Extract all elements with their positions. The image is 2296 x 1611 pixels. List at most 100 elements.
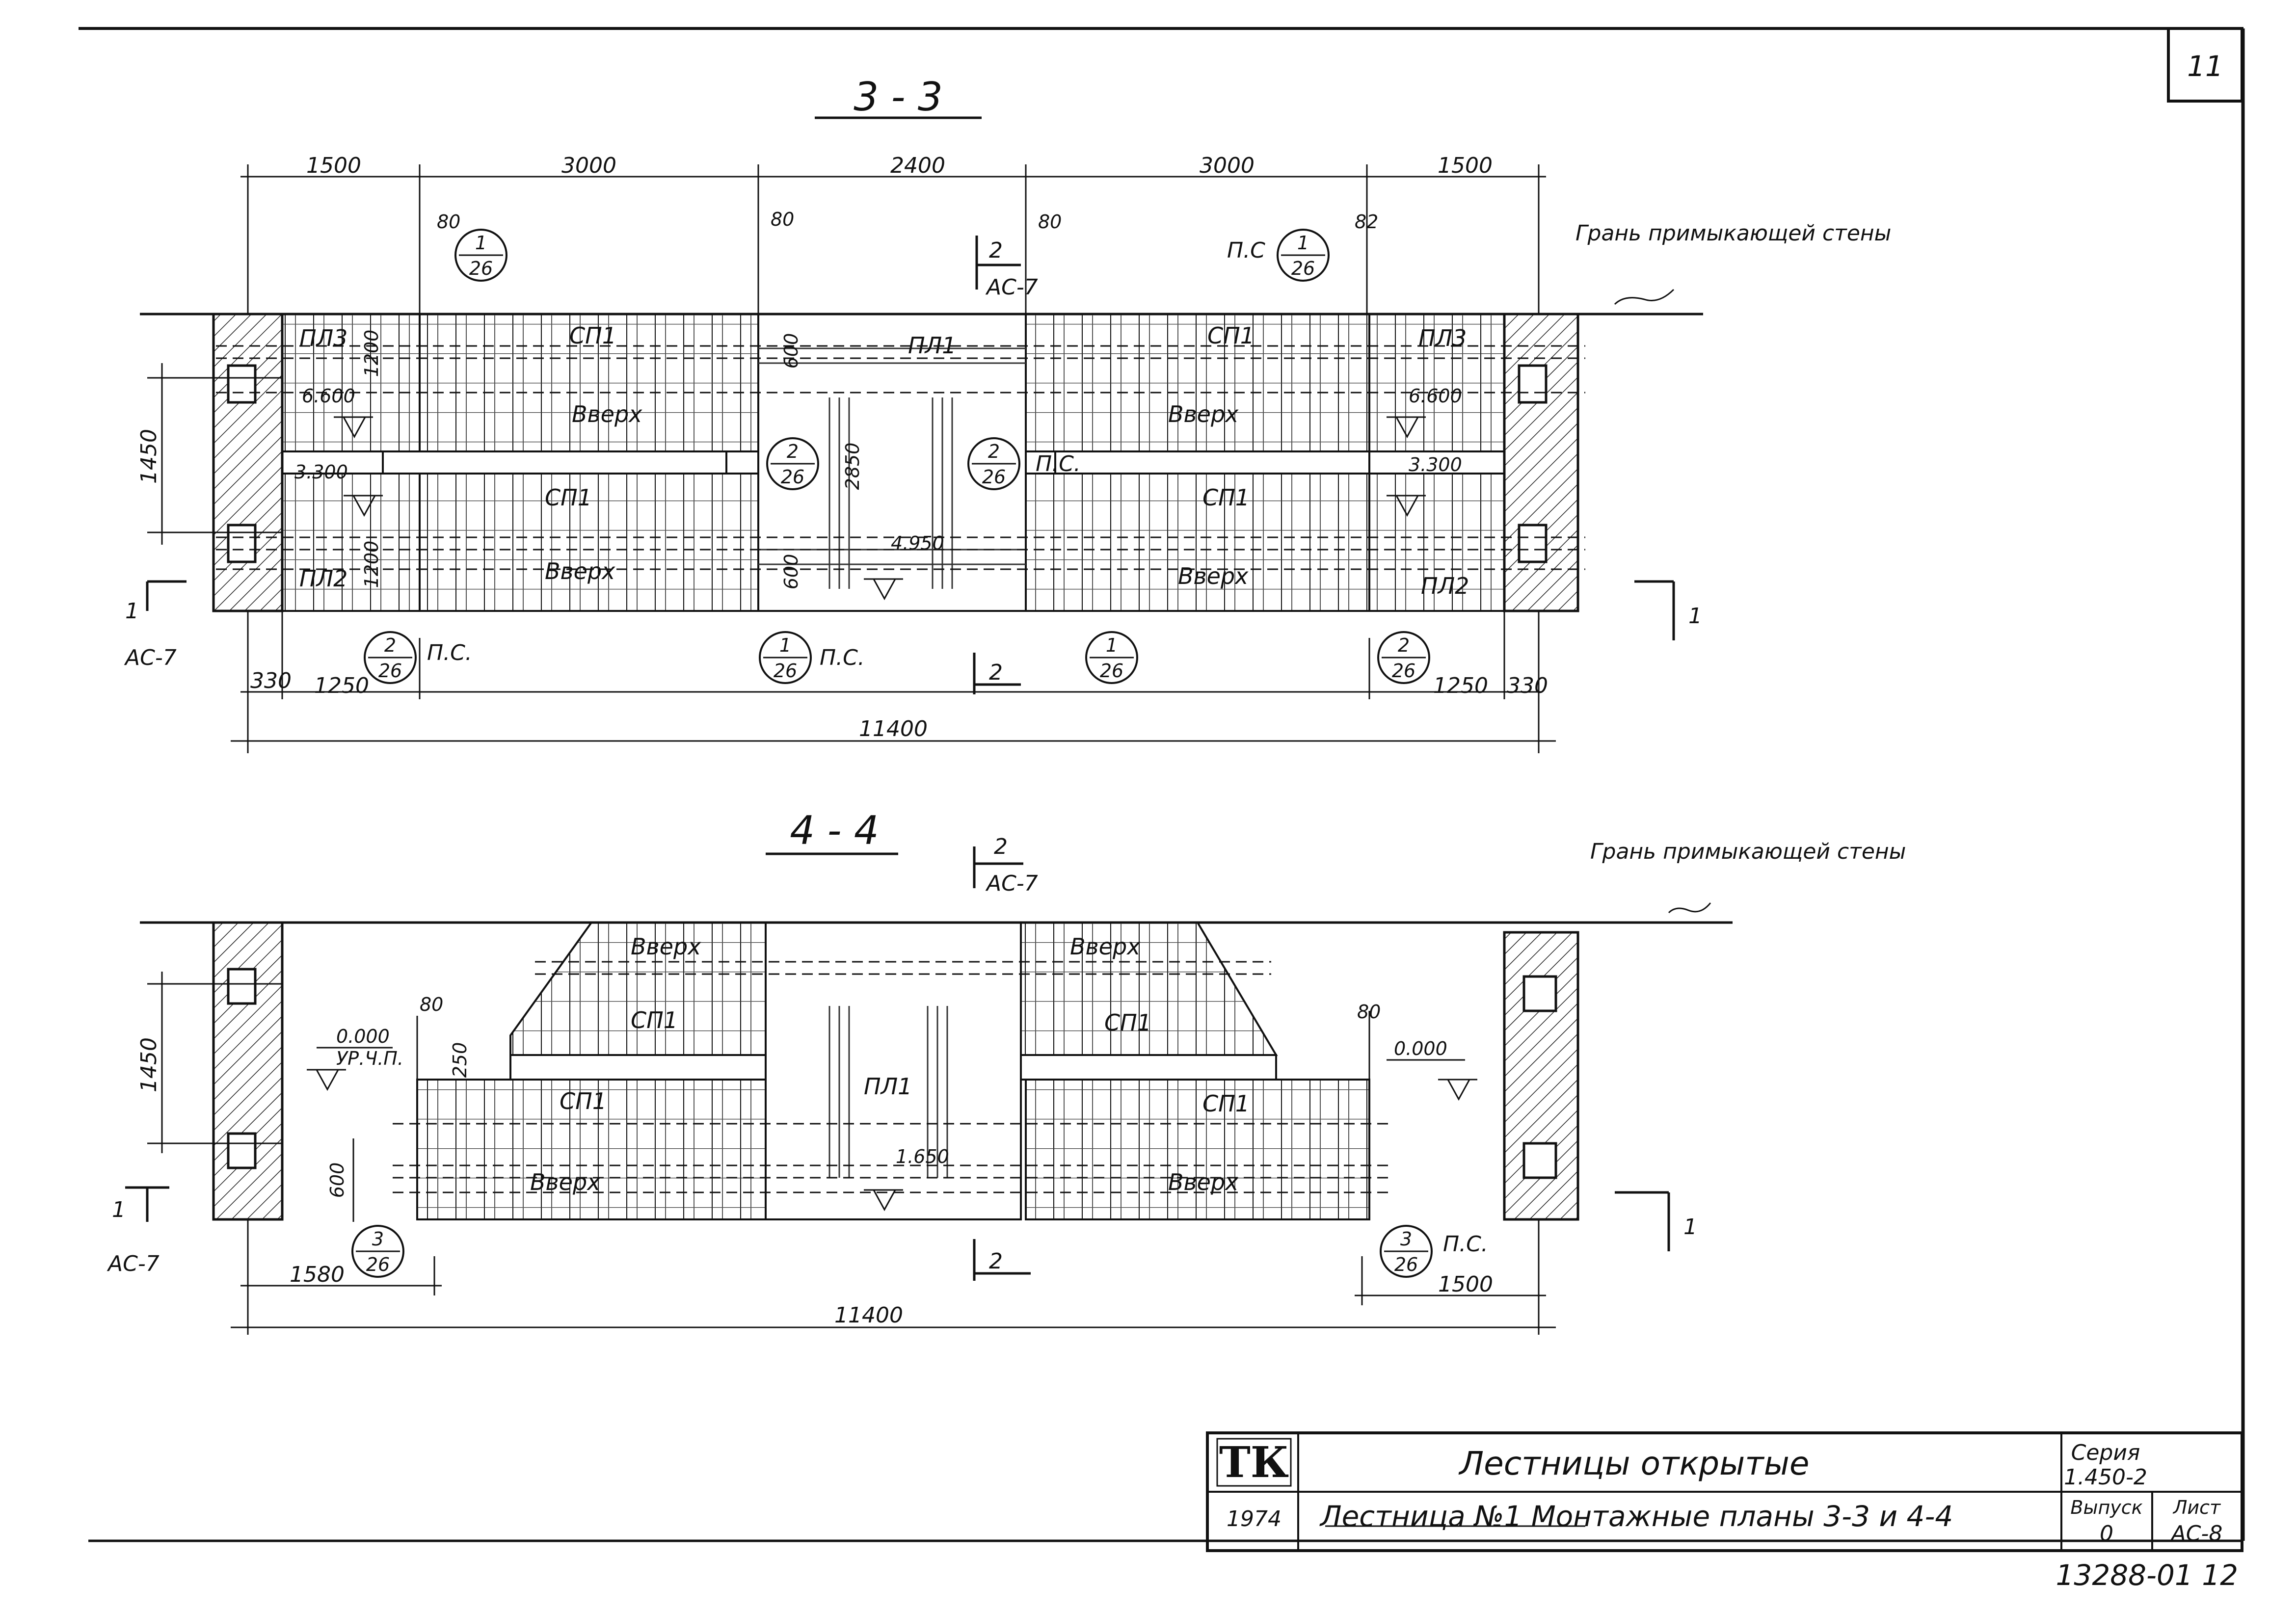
label-ps-1: П.С bbox=[1227, 238, 1265, 263]
cut-left-number-4-4: 1 bbox=[112, 1197, 126, 1222]
label-ps-4: П.С. bbox=[1036, 451, 1081, 476]
label-sp1-d: СП1 bbox=[1202, 484, 1250, 511]
callout-1-top-right: 1 26 bbox=[1277, 229, 1330, 282]
height-dim-3-3: 1450 bbox=[136, 429, 161, 484]
cut-top-number-4-4: 2 bbox=[994, 834, 1008, 859]
svg-text:1: 1 bbox=[1297, 232, 1309, 254]
left-wall-4-4 bbox=[212, 921, 284, 1221]
label-ps-2: П.С. bbox=[427, 640, 472, 665]
elev-right-mid: 3.300 bbox=[1409, 454, 1462, 475]
lower-flight-right bbox=[1025, 473, 1370, 612]
label-up-b-4-4: Вверх bbox=[1070, 933, 1141, 960]
bottom-number: 13288-01 12 bbox=[2056, 1558, 2238, 1592]
label-pl1: ПЛ1 bbox=[908, 332, 956, 359]
svg-text:1: 1 bbox=[1106, 634, 1118, 656]
top-dim-2: 3000 bbox=[561, 153, 616, 178]
cut-top-number: 2 bbox=[989, 238, 1003, 263]
cut-right-number-4-4: 1 bbox=[1683, 1215, 1697, 1240]
dim-1200-bottom: 1200 bbox=[361, 541, 382, 588]
callout-2-mid-right: 2 26 bbox=[967, 437, 1020, 490]
cut-right-number: 1 bbox=[1688, 604, 1702, 629]
upper-landing-left bbox=[281, 313, 421, 452]
lower-flight-left-4-4 bbox=[416, 1079, 767, 1220]
elev-center: 4.950 bbox=[891, 532, 944, 554]
label-up-d: Вверх bbox=[1178, 563, 1249, 589]
bottom-dim-1250-left: 1250 bbox=[314, 673, 369, 698]
svg-text:26: 26 bbox=[774, 660, 797, 682]
elev-right-top: 6.600 bbox=[1409, 385, 1462, 407]
label-ps-right-4-4: П.С. bbox=[1443, 1232, 1488, 1257]
section-3-3: 3 - 3 1500 3000 2400 3000 1500 80 80 80 … bbox=[124, 74, 1891, 753]
label-up-a-4-4: Вверх bbox=[631, 933, 701, 960]
gap-dim-4: 82 bbox=[1355, 211, 1378, 233]
title-block-sheet-label: Лист bbox=[2172, 1497, 2221, 1518]
elev-left-top: 6.600 bbox=[302, 385, 355, 407]
title-block-issue-label: Выпуск bbox=[2070, 1497, 2142, 1518]
top-dim-1: 1500 bbox=[306, 153, 361, 178]
sheet-frame bbox=[79, 27, 2245, 1542]
wall-label-3-3: Грань примыкающей стены bbox=[1575, 221, 1891, 246]
label-sp1-d-4-4: СП1 bbox=[1202, 1090, 1250, 1117]
svg-text:26: 26 bbox=[366, 1254, 390, 1275]
callout-2-bottom-left: 2 26 bbox=[364, 631, 417, 684]
bottom-dim-330-left: 330 bbox=[250, 668, 292, 693]
cut-left-ref: АС-7 bbox=[124, 645, 177, 670]
sheet-number: 11 bbox=[2187, 50, 2223, 83]
top-dimension-chain bbox=[240, 164, 1546, 314]
label-sp1-b: СП1 bbox=[545, 484, 592, 511]
label-sp1-c: СП1 bbox=[1207, 322, 1255, 349]
lower-landing-right bbox=[1368, 473, 1505, 612]
svg-text:26: 26 bbox=[982, 466, 1006, 488]
elev-center-4-4: 1.650 bbox=[896, 1146, 949, 1167]
svg-text:1: 1 bbox=[779, 634, 791, 656]
svg-text:2: 2 bbox=[787, 441, 799, 462]
label-pl1-4-4: ПЛ1 bbox=[864, 1073, 912, 1100]
total-dim-4-4: 11400 bbox=[834, 1303, 903, 1328]
cut-left-ref-4-4: АС-7 bbox=[107, 1251, 160, 1276]
label-sp1-b-4-4: СП1 bbox=[1104, 1009, 1151, 1036]
elev-right-4-4: 0.000 bbox=[1394, 1038, 1447, 1059]
total-dim-3-3: 11400 bbox=[859, 716, 928, 741]
label-sp1-c-4-4: СП1 bbox=[560, 1088, 607, 1114]
svg-text:26: 26 bbox=[378, 660, 402, 682]
label-pl3-left: ПЛ3 bbox=[299, 325, 347, 351]
title-block-sheet-value: АС-8 bbox=[2170, 1521, 2223, 1546]
dim-600-top: 600 bbox=[780, 333, 802, 369]
svg-text:2: 2 bbox=[1398, 634, 1410, 656]
title-block-sheet-title: Лестница №1 Монтажные планы 3-3 и 4-4 bbox=[1319, 1500, 1953, 1533]
bottom-left-dim-4-4: 1580 bbox=[290, 1262, 345, 1287]
label-up-c: Вверх bbox=[1168, 401, 1239, 427]
section-3-3-title: 3 - 3 bbox=[854, 74, 943, 120]
svg-text:26: 26 bbox=[469, 258, 493, 279]
label-up-c-4-4: Вверх bbox=[530, 1169, 601, 1195]
elev-left-sub-4-4: УР.Ч.П. bbox=[336, 1048, 403, 1069]
section-4-4: 4 - 4 Грань примыкающей стены bbox=[107, 808, 1906, 1335]
elev-left-mid: 3.300 bbox=[294, 461, 348, 483]
cut-left-number: 1 bbox=[125, 599, 139, 624]
svg-text:2: 2 bbox=[988, 441, 1000, 462]
elev-left-4-4: 0.000 bbox=[336, 1026, 390, 1047]
dim-250-4-4: 250 bbox=[449, 1042, 471, 1078]
top-dim-5: 1500 bbox=[1438, 153, 1493, 178]
callout-1-bottom-center-left: 1 26 bbox=[759, 631, 812, 684]
svg-text:1: 1 bbox=[475, 232, 487, 254]
gap-dim-2: 80 bbox=[771, 209, 794, 230]
lower-flight-left bbox=[419, 473, 759, 612]
callout-3-right-4-4: 3 26 bbox=[1380, 1225, 1433, 1278]
lower-landing-left bbox=[281, 473, 421, 612]
central-landing-pl1-4-4 bbox=[765, 922, 1022, 1220]
label-pl3-right: ПЛ3 bbox=[1418, 325, 1467, 351]
svg-text:3: 3 bbox=[1400, 1228, 1412, 1250]
dim-80a-4-4: 80 bbox=[420, 994, 443, 1015]
callout-3-left-4-4: 3 26 bbox=[351, 1225, 404, 1278]
label-sp1-a-4-4: СП1 bbox=[631, 1007, 678, 1033]
svg-text:26: 26 bbox=[1291, 258, 1315, 279]
bottom-dim-330-right: 330 bbox=[1507, 673, 1548, 698]
svg-text:26: 26 bbox=[781, 466, 804, 488]
callout-2-mid-left: 2 26 bbox=[766, 437, 819, 490]
dim-2850: 2850 bbox=[842, 443, 863, 490]
title-block-project: Лестницы открытые bbox=[1459, 1445, 1810, 1482]
svg-text:2: 2 bbox=[384, 634, 396, 656]
central-landing-pl1 bbox=[757, 313, 1027, 612]
